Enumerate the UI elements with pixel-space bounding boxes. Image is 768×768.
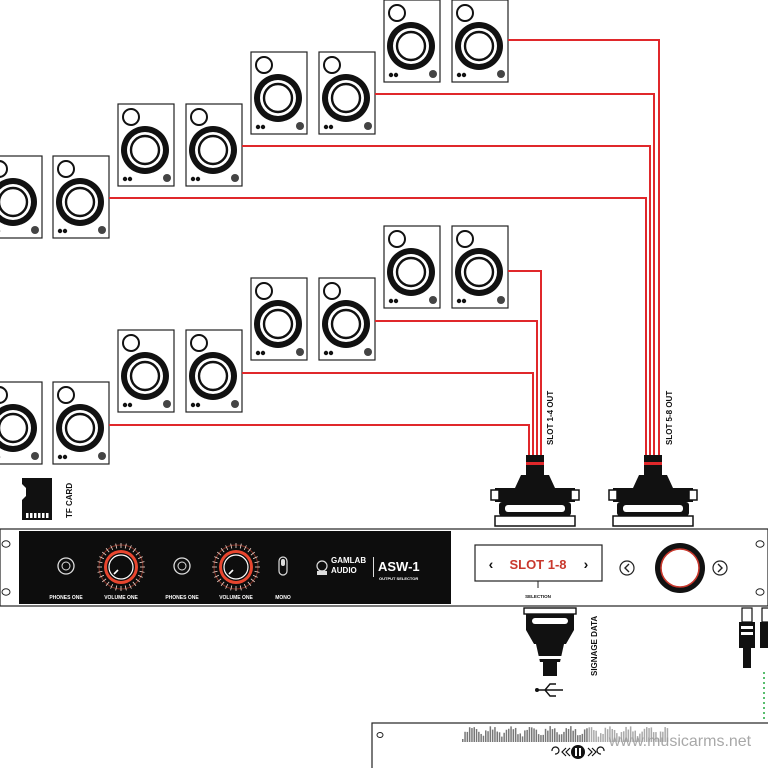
slot-1-4-out-label: SLOT 1-4 OUT [546, 391, 555, 445]
brand-mark-icon [316, 560, 328, 575]
cables-slot-1-4 [109, 270, 542, 455]
repeat-icon[interactable] [551, 746, 560, 755]
display-arrow-right[interactable]: › [584, 556, 589, 572]
volume-knob-a[interactable] [97, 543, 145, 591]
studio-monitor-icon [117, 329, 175, 413]
signage-data-label: SIGNAGE DATA [590, 616, 599, 676]
phones-jack-a[interactable] [57, 557, 75, 575]
media-player-unit [371, 722, 768, 768]
db25-connector-slot-1-4 [490, 455, 580, 527]
studio-monitor-icon [250, 277, 308, 361]
studio-monitor-icon [185, 103, 243, 187]
phones-one-label-a: PHONES ONE [49, 595, 83, 601]
tf-card-label: TF CARD [65, 483, 74, 518]
pause-icon[interactable] [571, 745, 585, 759]
brand-line-1: GAMLAB [331, 556, 366, 565]
model-name: ASW-1 [378, 559, 420, 574]
output-jack-right [739, 607, 768, 668]
speaker-group-upper [0, 0, 509, 239]
studio-monitor-icon [0, 381, 43, 465]
cables-slot-5-8 [109, 39, 660, 455]
rewind-icon[interactable] [561, 747, 571, 757]
db25-connector-slot-5-8 [608, 455, 698, 527]
studio-monitor-icon [0, 155, 43, 239]
brand-logo: GAMLAB AUDIO ASW-1 OUTPUT SELECTOR [316, 556, 420, 581]
tf-card-icon [22, 478, 52, 520]
studio-monitor-icon [383, 0, 441, 83]
waveform-graphic [462, 726, 669, 742]
speaker-group-lower [0, 225, 509, 465]
selection-label: SELECTION [525, 594, 551, 599]
volume-knob-b[interactable] [212, 543, 260, 591]
transport-controls [551, 745, 605, 759]
volume-one-label-b: VOLUME ONE [219, 595, 253, 601]
studio-monitor-icon [52, 155, 110, 239]
phones-jack-b[interactable] [173, 557, 191, 575]
studio-monitor-icon [185, 329, 243, 413]
studio-monitor-icon [318, 51, 376, 135]
studio-monitor-icon [52, 381, 110, 465]
studio-monitor-icon [318, 277, 376, 361]
selector-prev-button[interactable] [619, 560, 635, 576]
slot-display [474, 544, 603, 582]
brand-line-2: AUDIO [331, 566, 357, 575]
studio-monitor-icon [383, 225, 441, 309]
db9-signage-connector [523, 607, 577, 676]
display-arrow-left[interactable]: ‹ [489, 556, 494, 572]
slot-5-8-out-label: SLOT 5-8 OUT [665, 391, 674, 445]
studio-monitor-icon [451, 225, 509, 309]
studio-monitor-icon [451, 0, 509, 83]
display-text: SLOT 1-8 [509, 557, 566, 572]
selector-knob[interactable] [655, 543, 705, 593]
volume-one-label-a: VOLUME ONE [104, 595, 138, 601]
loop-icon[interactable] [596, 746, 605, 755]
studio-monitor-icon [250, 51, 308, 135]
forward-icon[interactable] [587, 747, 597, 757]
watermark-text: www.musicarms.net [608, 733, 752, 750]
model-subtitle: OUTPUT SELECTOR [379, 576, 418, 581]
studio-monitor-icon [117, 103, 175, 187]
usb-symbol-icon [535, 683, 563, 697]
selector-next-button[interactable] [712, 560, 728, 576]
mono-label: MONO [275, 595, 291, 601]
phones-one-label-b: PHONES ONE [165, 595, 199, 601]
mono-switch[interactable] [278, 556, 288, 576]
